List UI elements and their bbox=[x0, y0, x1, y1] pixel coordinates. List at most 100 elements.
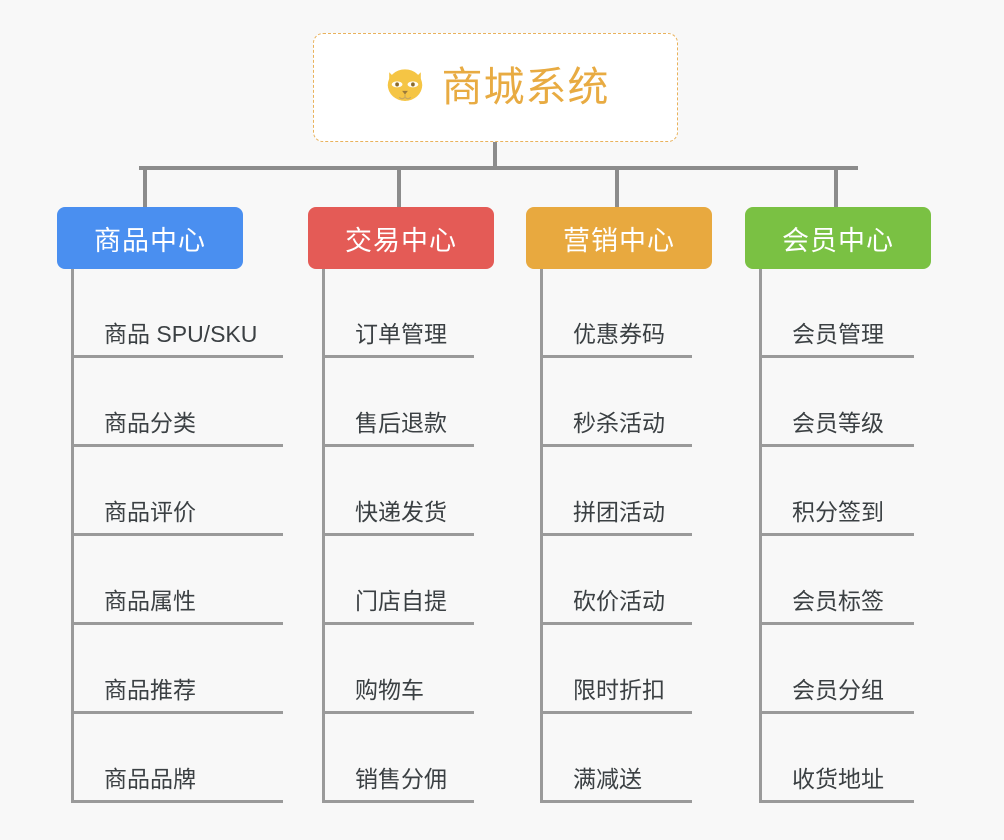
spine-1 bbox=[322, 269, 325, 803]
leaf-label: 订单管理 bbox=[355, 321, 447, 347]
leaf-label: 商品 SPU/SKU bbox=[104, 321, 258, 347]
spine-0 bbox=[71, 269, 74, 803]
leaf-underline bbox=[322, 622, 474, 625]
connector-root-stem bbox=[493, 142, 497, 170]
category-column-0: 商品中心 商品 SPU/SKU 商品分类 商品评价 商品属性 商品推荐 bbox=[57, 207, 283, 803]
leaf-underline bbox=[322, 444, 474, 447]
leaf-item[interactable]: 购物车 bbox=[322, 625, 494, 714]
leaf-underline bbox=[322, 533, 474, 536]
spine-2 bbox=[540, 269, 543, 803]
leaf-item[interactable]: 商品 SPU/SKU bbox=[71, 269, 283, 358]
category-column-2: 营销中心 优惠券码 秒杀活动 拼团活动 砍价活动 限时折扣 bbox=[526, 207, 712, 803]
leaf-underline bbox=[759, 800, 914, 803]
leaf-label: 满减送 bbox=[573, 766, 642, 792]
leaf-label: 会员分组 bbox=[792, 677, 884, 703]
category-header-label-3: 会员中心 bbox=[782, 225, 894, 256]
leaf-underline bbox=[540, 355, 692, 358]
leaf-item[interactable]: 拼团活动 bbox=[540, 447, 712, 536]
category-column-3: 会员中心 会员管理 会员等级 积分签到 会员标签 会员分组 bbox=[745, 207, 931, 803]
leaf-item[interactable]: 销售分佣 bbox=[322, 714, 494, 803]
leaf-label: 售后退款 bbox=[355, 410, 447, 436]
root-node[interactable]: 商城系统 bbox=[313, 33, 678, 142]
leaf-list-2: 优惠券码 秒杀活动 拼团活动 砍价活动 限时折扣 满减送 bbox=[540, 269, 712, 803]
category-column-1: 交易中心 订单管理 售后退款 快递发货 门店自提 购物车 bbox=[308, 207, 494, 803]
leaf-item[interactable]: 商品评价 bbox=[71, 447, 283, 536]
category-header-label-1: 交易中心 bbox=[345, 225, 457, 256]
leaf-label: 快递发货 bbox=[355, 499, 447, 525]
leaf-label: 拼团活动 bbox=[573, 499, 665, 525]
leaf-item[interactable]: 商品分类 bbox=[71, 358, 283, 447]
spine-3 bbox=[759, 269, 762, 803]
leaf-underline bbox=[540, 533, 692, 536]
leaf-label: 购物车 bbox=[355, 677, 424, 703]
leaf-underline bbox=[71, 622, 283, 625]
leaf-label: 销售分佣 bbox=[355, 766, 447, 792]
connector-drop-1 bbox=[397, 166, 401, 207]
category-header-2[interactable]: 营销中心 bbox=[526, 207, 712, 269]
leaf-label: 积分签到 bbox=[792, 499, 884, 525]
leaf-list-0: 商品 SPU/SKU 商品分类 商品评价 商品属性 商品推荐 商品品牌 bbox=[71, 269, 283, 803]
category-header-1[interactable]: 交易中心 bbox=[308, 207, 494, 269]
leaf-underline bbox=[759, 533, 914, 536]
leaf-item[interactable]: 限时折扣 bbox=[540, 625, 712, 714]
leaf-item[interactable]: 积分签到 bbox=[759, 447, 931, 536]
category-header-3[interactable]: 会员中心 bbox=[745, 207, 931, 269]
leaf-underline bbox=[71, 533, 283, 536]
leaf-underline bbox=[71, 355, 283, 358]
leaf-label: 会员等级 bbox=[792, 410, 884, 436]
leaf-underline bbox=[759, 444, 914, 447]
leaf-item[interactable]: 商品推荐 bbox=[71, 625, 283, 714]
leaf-underline bbox=[759, 711, 914, 714]
leaf-underline bbox=[71, 800, 283, 803]
leaf-item[interactable]: 商品属性 bbox=[71, 536, 283, 625]
leaf-item[interactable]: 收货地址 bbox=[759, 714, 931, 803]
leaf-label: 商品属性 bbox=[104, 588, 196, 614]
connector-horizontal-bus bbox=[139, 166, 858, 170]
category-header-0[interactable]: 商品中心 bbox=[57, 207, 243, 269]
leaf-underline bbox=[759, 355, 914, 358]
category-header-label-2: 营销中心 bbox=[563, 225, 675, 256]
category-header-label-0: 商品中心 bbox=[94, 225, 206, 256]
root-title: 商城系统 bbox=[441, 64, 610, 110]
leaf-label: 商品推荐 bbox=[104, 677, 196, 703]
leaf-item[interactable]: 会员等级 bbox=[759, 358, 931, 447]
leaf-item[interactable]: 订单管理 bbox=[322, 269, 494, 358]
leaf-underline bbox=[540, 622, 692, 625]
leaf-item[interactable]: 砍价活动 bbox=[540, 536, 712, 625]
leaf-underline bbox=[540, 444, 692, 447]
leaf-list-1: 订单管理 售后退款 快递发货 门店自提 购物车 销售分佣 bbox=[322, 269, 494, 803]
shiba-dog-face-icon bbox=[382, 65, 428, 111]
leaf-underline bbox=[71, 711, 283, 714]
leaf-underline bbox=[322, 711, 474, 714]
leaf-label: 秒杀活动 bbox=[573, 410, 665, 436]
connector-drop-0 bbox=[143, 166, 147, 207]
leaf-item[interactable]: 会员分组 bbox=[759, 625, 931, 714]
leaf-label: 门店自提 bbox=[355, 588, 447, 614]
leaf-label: 商品评价 bbox=[104, 499, 196, 525]
leaf-label: 商品分类 bbox=[104, 410, 196, 436]
leaf-label: 会员管理 bbox=[792, 321, 884, 347]
leaf-item[interactable]: 商品品牌 bbox=[71, 714, 283, 803]
leaf-label: 会员标签 bbox=[792, 588, 884, 614]
leaf-item[interactable]: 会员标签 bbox=[759, 536, 931, 625]
leaf-item[interactable]: 优惠券码 bbox=[540, 269, 712, 358]
connector-drop-2 bbox=[615, 166, 619, 207]
connector-drop-3 bbox=[834, 166, 838, 207]
leaf-underline bbox=[322, 355, 474, 358]
leaf-item[interactable]: 会员管理 bbox=[759, 269, 931, 358]
leaf-label: 商品品牌 bbox=[104, 766, 196, 792]
leaf-item[interactable]: 售后退款 bbox=[322, 358, 494, 447]
leaf-item[interactable]: 秒杀活动 bbox=[540, 358, 712, 447]
leaf-label: 收货地址 bbox=[792, 766, 884, 792]
leaf-underline bbox=[540, 711, 692, 714]
leaf-underline bbox=[322, 800, 474, 803]
leaf-label: 优惠券码 bbox=[573, 321, 665, 347]
leaf-item[interactable]: 快递发货 bbox=[322, 447, 494, 536]
leaf-underline bbox=[540, 800, 692, 803]
leaf-underline bbox=[71, 444, 283, 447]
leaf-underline bbox=[759, 622, 914, 625]
leaf-label: 砍价活动 bbox=[573, 588, 665, 614]
leaf-item[interactable]: 门店自提 bbox=[322, 536, 494, 625]
leaf-item[interactable]: 满减送 bbox=[540, 714, 712, 803]
